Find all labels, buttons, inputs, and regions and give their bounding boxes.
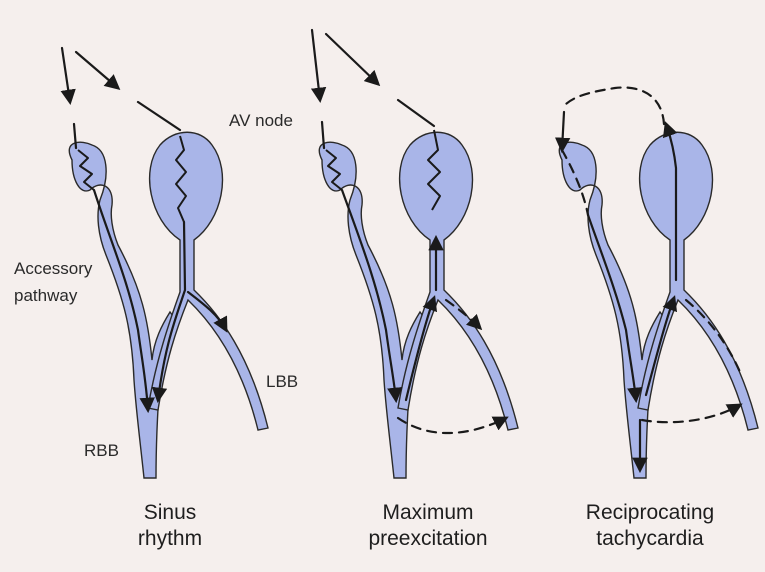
caption-maximum-preexcitation: Maximum preexcitation <box>318 500 538 552</box>
panel-reciprocating-tachycardia <box>559 87 758 478</box>
conduction-tissue <box>319 132 518 478</box>
atrial-line <box>138 102 180 130</box>
accessory-label-line2: pathway <box>14 285 92 306</box>
panel-maximum-preexcitation <box>312 30 518 478</box>
caption-line1: Reciprocating <box>540 500 760 526</box>
caption-line2: tachycardia <box>540 526 760 552</box>
atrial-arrow <box>62 48 70 102</box>
conduction-tissue <box>559 132 758 478</box>
ventricle-dashed-spread <box>642 405 740 422</box>
caption-line1: Maximum <box>318 500 538 526</box>
atrial-arrow <box>76 52 118 88</box>
caption-line2: rhythm <box>60 526 280 552</box>
rbb-label: RBB <box>84 440 119 461</box>
ventricle-dashed-spread <box>398 418 506 433</box>
atrial-line <box>398 100 434 126</box>
av-node-label: AV node <box>229 110 293 131</box>
atrial-arrow <box>326 34 378 84</box>
caption-line2: preexcitation <box>318 526 538 552</box>
caption-reciprocating-tachycardia: Reciprocating tachycardia <box>540 500 760 552</box>
lbb-label: LBB <box>266 371 298 392</box>
circus-loop-dashed <box>562 87 664 124</box>
accessory-pathway-label: Accessory pathway <box>14 258 92 306</box>
caption-line1: Sinus <box>60 500 280 526</box>
atrial-arrow <box>312 30 320 100</box>
caption-sinus-rhythm: Sinus rhythm <box>60 500 280 552</box>
accessory-label-line1: Accessory <box>14 258 92 279</box>
conduction-tissue <box>69 132 268 478</box>
